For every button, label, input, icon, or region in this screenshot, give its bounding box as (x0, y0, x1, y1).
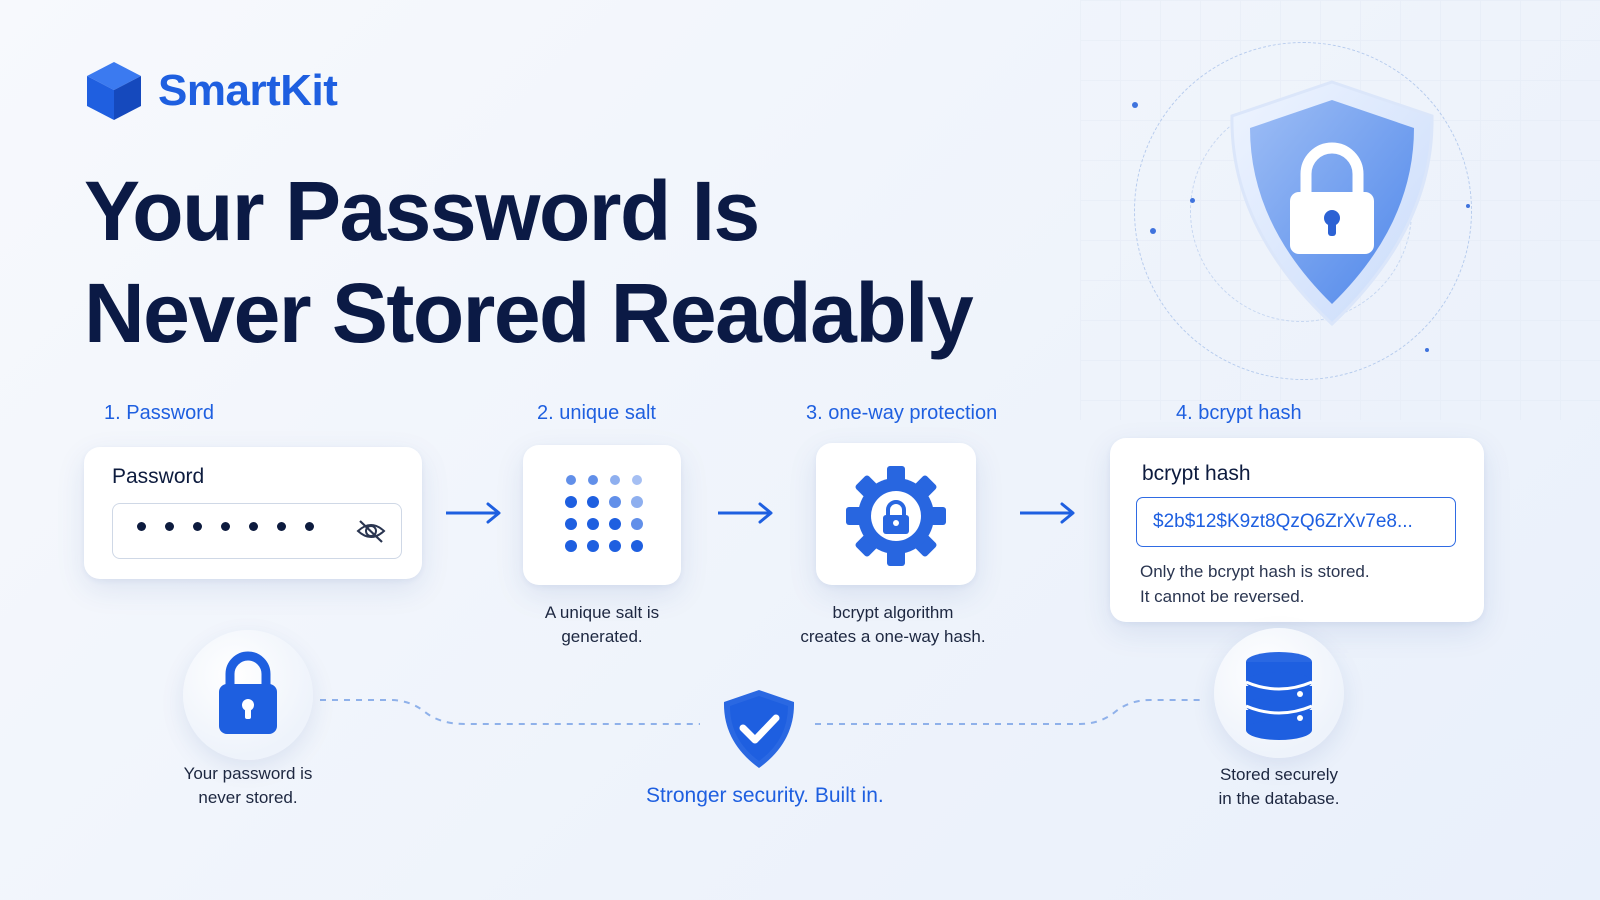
stored-securely-caption: Stored securely in the database. (1218, 765, 1340, 808)
tagline: Stronger security. Built in. (646, 784, 884, 807)
arrow-right-icon (446, 502, 501, 524)
hash-value-field[interactable]: $2b$12$K9zt8QzQ6ZrXv7e8... (1136, 497, 1456, 547)
page-title: Your Password Is Never Stored Readably (84, 160, 1164, 364)
password-card: Password (84, 447, 422, 579)
step-label-4: 4. bcrypt hash (1176, 402, 1302, 424)
step-label-2: 2. unique salt (537, 402, 656, 424)
cube-logo-icon (87, 62, 141, 120)
padlock-icon (219, 651, 277, 734)
salt-card (523, 445, 681, 585)
page-title-line-1: Your Password Is (84, 164, 760, 258)
hash-note: Only the bcrypt hash is stored. It canno… (1140, 562, 1370, 606)
orbit-dot (1150, 228, 1156, 234)
orbit-dot (1425, 348, 1429, 352)
dashed-connector (320, 699, 1205, 725)
eye-off-icon[interactable] (355, 517, 387, 545)
hash-card-title: bcrypt hash (1142, 462, 1251, 485)
step-label-3: 3. one-way protection (806, 402, 998, 424)
database-badge (1214, 628, 1344, 758)
algorithm-card (816, 443, 976, 585)
salt-caption: A unique salt is generated. (544, 603, 660, 646)
algorithm-caption: bcrypt algorithm creates a one-way hash. (800, 603, 986, 646)
orbit-dot (1466, 204, 1470, 208)
arrow-right-icon (1020, 502, 1075, 524)
arrow-right-icon (718, 502, 773, 524)
shield-check-icon (723, 690, 795, 768)
salt-dot-grid-icon (565, 475, 643, 552)
orbit-dot (1132, 102, 1138, 108)
hash-card: bcrypt hash $2b$12$K9zt8QzQ6ZrXv7e8... O… (1110, 438, 1484, 622)
masked-password-dots (137, 522, 314, 531)
orbit-ring-outer (1134, 42, 1472, 380)
database-icon (1245, 652, 1313, 740)
password-input[interactable] (112, 503, 402, 559)
page-title-line-2: Never Stored Readably (84, 266, 974, 360)
shield-lock-icon (1230, 80, 1434, 327)
orbit-dot (1190, 198, 1195, 203)
password-not-stored-caption: Your password is never stored. (183, 764, 313, 807)
password-field-label: Password (112, 465, 205, 488)
step-label-1: 1. Password (104, 402, 215, 424)
brand: SmartKit (84, 60, 338, 122)
brand-name: SmartKit (158, 66, 338, 115)
padlock-badge (183, 630, 313, 760)
gear-lock-icon (846, 466, 946, 566)
